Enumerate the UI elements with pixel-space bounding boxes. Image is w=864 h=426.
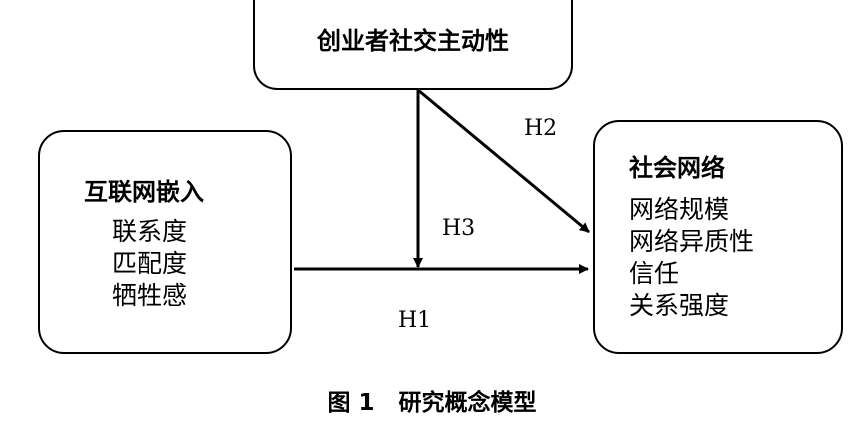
node-dimension-list: 联系度 匹配度 牺牲感: [112, 216, 187, 312]
dimension-item: 联系度: [112, 217, 188, 246]
dimension-item: 网络异质性: [629, 227, 755, 256]
node-title: 创业者社交主动性: [317, 27, 509, 55]
hypothesis-label-h2: H2: [524, 116, 558, 141]
node-dimension-list: 网络规模 网络异质性 信任 关系强度: [629, 194, 754, 322]
dimension-item: 信任: [629, 259, 680, 288]
node-internet-embeddedness: 互联网嵌入 联系度 匹配度 牺牲感: [38, 130, 292, 354]
node-entrepreneur-social-proactivity: 创业者社交主动性: [253, 0, 573, 90]
dimension-item: 关系强度: [629, 291, 730, 320]
hypothesis-label-h1: H1: [398, 308, 432, 333]
dimension-item: 网络规模: [629, 195, 730, 224]
dimension-item: 匹配度: [112, 249, 188, 278]
node-social-network: 社会网络 网络规模 网络异质性 信任 关系强度: [593, 120, 843, 354]
node-title: 社会网络: [629, 154, 725, 182]
figure-caption: 图 1 研究概念模型: [327, 390, 537, 416]
dimension-item: 牺牲感: [112, 281, 188, 310]
arrow-h2: [417, 88, 590, 234]
hypothesis-label-h3: H3: [442, 216, 476, 241]
node-title: 互联网嵌入: [84, 178, 204, 206]
